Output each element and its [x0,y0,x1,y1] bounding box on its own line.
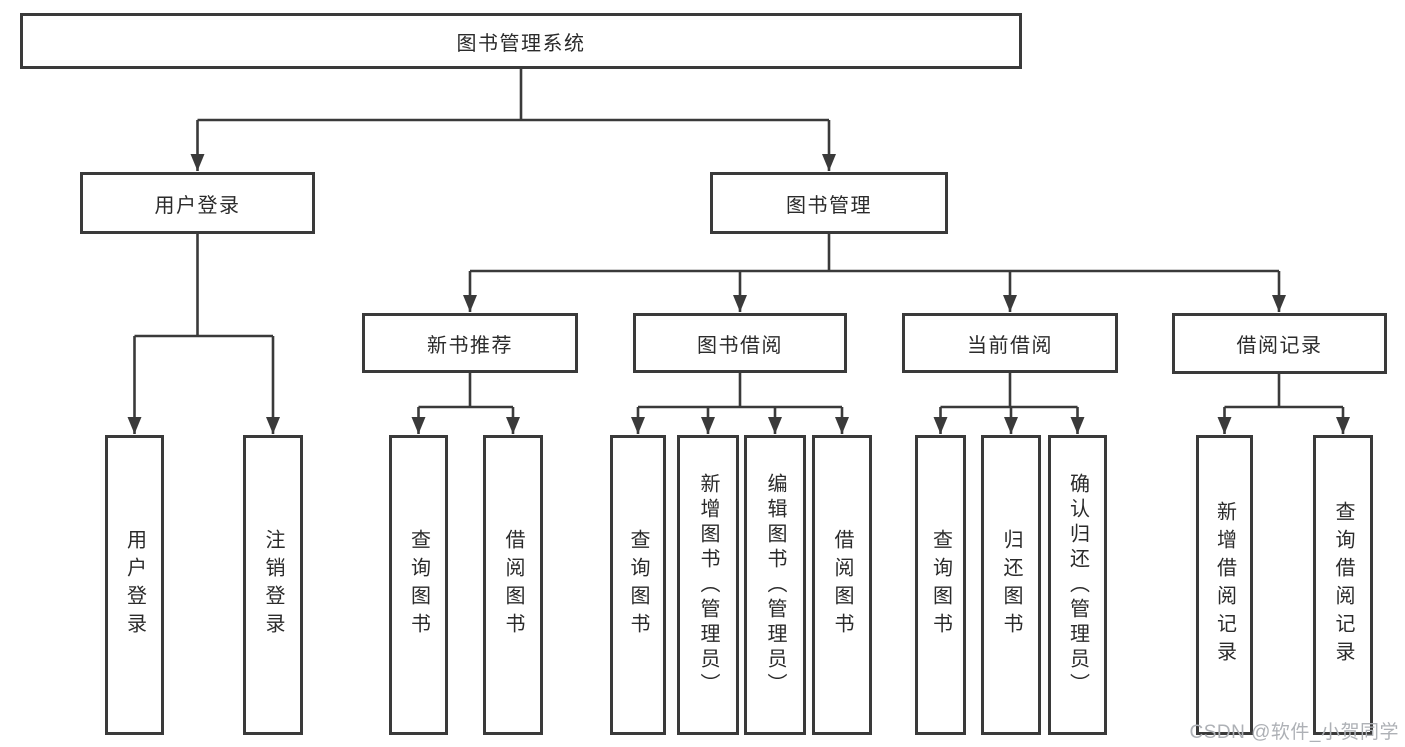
leaf-add-book-admin: 新增图书（管理员） [677,435,739,735]
leaf-borrow-books-recommend: 借阅图书 [483,435,543,735]
leaf-query-books-borrow: 查询图书 [610,435,666,735]
node-current-borrow: 当前借阅 [902,313,1118,373]
node-book-borrow: 图书借阅 [633,313,847,373]
csdn-watermark: CSDN @软件_小贺同学 [1189,722,1399,743]
leaf-confirm-return-admin: 确认归还（管理员） [1048,435,1107,735]
node-root-library-system: 图书管理系统 [20,13,1022,69]
leaf-add-borrow-record: 新增借阅记录 [1196,435,1253,735]
leaf-return-books: 归还图书 [981,435,1041,735]
leaf-logout: 注销登录 [243,435,303,735]
node-book-management: 图书管理 [710,172,948,234]
node-user-login: 用户登录 [80,172,315,234]
leaf-borrow-books-borrow: 借阅图书 [812,435,872,735]
leaf-user-login: 用户登录 [105,435,164,735]
node-new-book-recommend: 新书推荐 [362,313,578,373]
leaf-query-borrow-record: 查询借阅记录 [1313,435,1373,735]
node-borrow-records: 借阅记录 [1172,313,1387,374]
leaf-query-books-current: 查询图书 [915,435,966,735]
leaf-query-books-recommend: 查询图书 [389,435,448,735]
leaf-edit-book-admin: 编辑图书（管理员） [744,435,806,735]
